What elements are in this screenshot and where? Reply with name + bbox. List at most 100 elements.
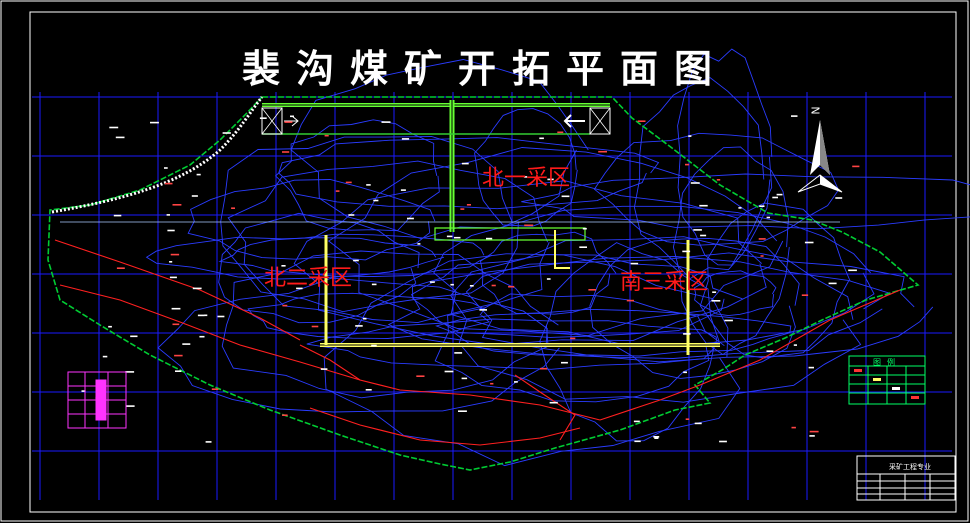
- north-arrow-label: N: [809, 106, 823, 115]
- contour-line: [187, 179, 436, 261]
- borehole-mark: [654, 437, 659, 439]
- borehole-mark: [469, 285, 474, 287]
- contour-line: [306, 318, 718, 370]
- borehole-mark: [486, 237, 493, 240]
- borehole-mark: [690, 182, 700, 184]
- borehole-mark: [429, 281, 435, 283]
- borehole-mark: [461, 162, 469, 165]
- contour-line: [593, 132, 840, 246]
- shaft-markers: [261, 107, 611, 135]
- borehole-mark: [164, 182, 173, 185]
- borehole-mark: [793, 344, 797, 346]
- map-title: 裴沟煤矿开拓平面图: [241, 46, 728, 91]
- borehole-mark: [626, 299, 634, 302]
- borehole-mark: [282, 151, 290, 153]
- contour-line: [699, 202, 851, 359]
- borehole-mark: [296, 287, 303, 290]
- borehole-mark: [259, 117, 267, 119]
- borehole-mark: [366, 184, 371, 186]
- borehole-mark: [700, 234, 707, 237]
- borehole-mark: [804, 241, 814, 244]
- borehole-mark: [808, 366, 814, 369]
- borehole-mark: [579, 246, 587, 248]
- borehole-mark: [222, 132, 231, 134]
- borehole-mark: [281, 265, 286, 267]
- borehole-mark: [401, 138, 410, 140]
- borehole-mark: [373, 199, 379, 202]
- borehole-mark: [693, 229, 702, 231]
- contour-line: [387, 256, 892, 359]
- borehole-mark: [174, 354, 183, 357]
- borehole-mark: [348, 214, 355, 216]
- borehole-mark: [417, 243, 421, 245]
- borehole-mark: [284, 121, 293, 123]
- contour-line: [480, 231, 617, 315]
- borehole-mark: [466, 204, 471, 206]
- borehole-mark: [196, 173, 201, 176]
- borehole-mark: [758, 238, 766, 240]
- contour-line: [411, 254, 743, 338]
- borehole-mark: [637, 120, 646, 122]
- borehole-mark: [450, 283, 454, 286]
- contour-line: [218, 212, 420, 324]
- borehole-mark: [164, 167, 168, 169]
- borehole-mark: [113, 214, 122, 217]
- contour-line: [274, 119, 440, 232]
- contour-line: [521, 173, 970, 230]
- boundary-white-line: [51, 96, 264, 214]
- north-arrow-icon: [797, 120, 843, 193]
- borehole-mark: [81, 390, 86, 392]
- contour-line: [435, 308, 792, 357]
- borehole-mark: [125, 371, 135, 373]
- borehole-mark: [345, 181, 352, 184]
- borehole-mark: [446, 235, 453, 238]
- borehole-mark: [454, 352, 463, 354]
- borehole-mark: [125, 405, 135, 407]
- borehole-mark: [192, 287, 202, 290]
- borehole-mark: [166, 214, 170, 216]
- inner-frame: [29, 11, 957, 513]
- borehole-mark: [205, 441, 212, 443]
- borehole-mark: [290, 115, 294, 118]
- borehole-mark: [169, 276, 177, 279]
- contour-line: [327, 147, 784, 337]
- borehole-mark: [211, 388, 219, 390]
- borehole-mark: [653, 436, 660, 438]
- borehole-mark: [524, 224, 534, 227]
- borehole-mark: [282, 414, 288, 416]
- borehole-mark: [766, 350, 774, 352]
- borehole-mark: [711, 300, 721, 302]
- borehole-mark: [523, 176, 528, 178]
- contour-lines: [145, 48, 970, 467]
- contour-line: [221, 250, 559, 399]
- borehole-mark: [801, 294, 809, 296]
- borehole-mark: [170, 253, 180, 256]
- contour-line: [227, 160, 550, 324]
- borehole-mark: [809, 430, 819, 433]
- contour-line: [145, 236, 445, 280]
- borehole-mark: [683, 333, 691, 335]
- borehole-mark: [852, 165, 860, 168]
- borehole-mark: [108, 325, 112, 328]
- borehole-mark: [171, 307, 181, 310]
- borehole-mark: [791, 426, 796, 429]
- zone-label-north-two: 北二采区: [264, 266, 353, 291]
- zone-label-north-one: 北一采区: [482, 166, 571, 191]
- borehole-mark: [454, 236, 461, 239]
- borehole-mark: [570, 337, 576, 340]
- borehole-mark: [116, 267, 125, 269]
- borehole-mark: [444, 370, 454, 373]
- borehole-mark: [324, 134, 329, 137]
- borehole-mark: [175, 370, 182, 372]
- borehole-mark: [716, 179, 721, 181]
- borehole-mark: [172, 204, 182, 206]
- borehole-mark: [557, 131, 564, 134]
- contour-line: [589, 237, 800, 379]
- borehole-mark: [630, 262, 639, 265]
- borehole-mark: [407, 217, 414, 220]
- borehole-mark: [766, 216, 770, 219]
- borehole-mark: [561, 195, 570, 198]
- borehole-mark: [320, 368, 328, 370]
- contour-line: [672, 146, 790, 356]
